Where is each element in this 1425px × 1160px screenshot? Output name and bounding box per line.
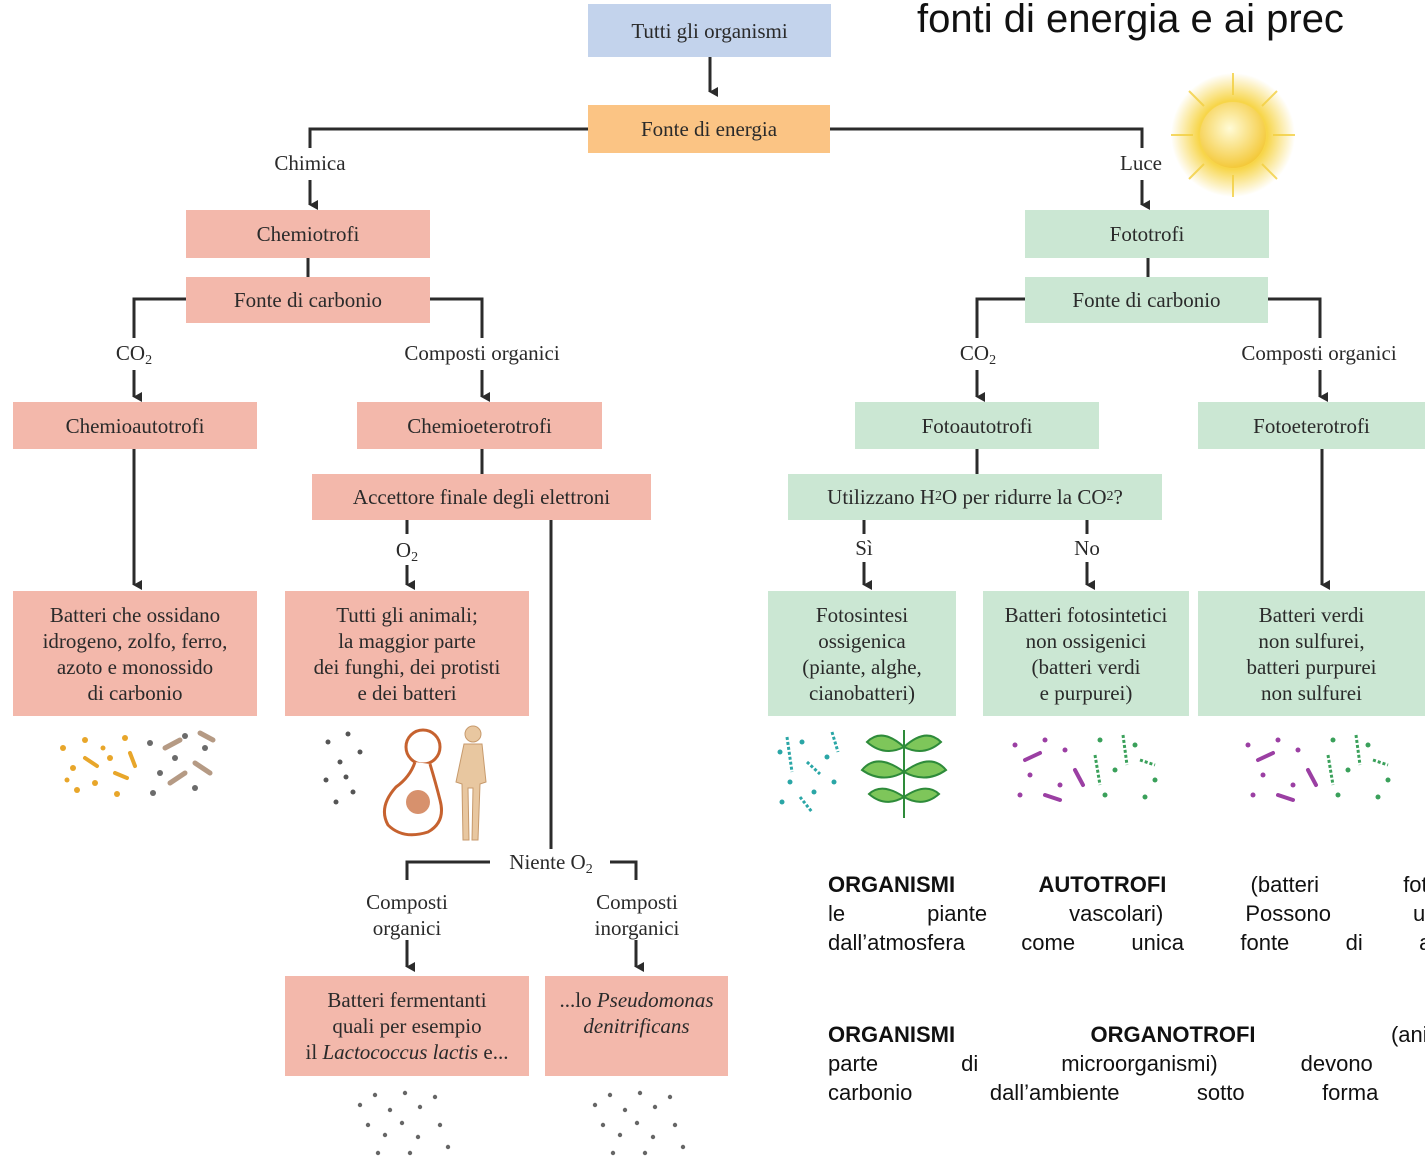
node-chemotrophs: Chemiotrofi xyxy=(186,210,430,258)
label-light: Luce xyxy=(1120,151,1162,175)
label-o2: O2 xyxy=(395,538,419,565)
label-yes: Sì xyxy=(855,536,873,560)
label-co2-left: CO2 xyxy=(115,341,153,368)
label-co2-right: CO2 xyxy=(959,341,997,368)
pseudomonas-bacteria-dots xyxy=(592,1090,686,1156)
anoxygenic-bacteria-illustration xyxy=(1012,734,1158,802)
label-no-oxygen: Niente O2 xyxy=(492,849,610,877)
node-chemoheterotrophs: Chemioeterotrofi xyxy=(357,402,602,449)
fermenting-bacteria-dots xyxy=(357,1090,451,1156)
node-photo-carbon-source: Fonte di carbonio xyxy=(1025,277,1268,323)
photoheterotroph-bacteria-illustration xyxy=(1245,734,1391,802)
organisms-illustration xyxy=(323,725,487,841)
node-final-electron-acceptor: Accettore finale degli elettroni xyxy=(312,474,651,520)
chemoautotroph-bacteria-illustration xyxy=(60,730,216,797)
node-all-organisms: Tutti gli organismi xyxy=(588,4,831,57)
node-photoheterotrophs: Fotoeterotrofi xyxy=(1198,402,1425,449)
label-organic-right: Composti organici xyxy=(1241,341,1397,365)
node-chem-carbon-source: Fonte di carbonio xyxy=(186,277,430,323)
organotrophs-paragraph: ORGANISMI ORGANOTROFI (animali parte di … xyxy=(828,1022,1425,1105)
label-organic-left: Composti organici xyxy=(404,341,560,365)
label-chemical: Chimica xyxy=(274,151,346,175)
node-photoautotrophs: Fotoautotrofi xyxy=(855,402,1099,449)
sun-icon xyxy=(1171,73,1295,197)
leaf-pseudomonas: ...lo Pseudomonas denitrificans xyxy=(545,976,728,1076)
autotrophs-paragraph: ORGANISMI AUTOTROFI (batteri fotosin le … xyxy=(828,872,1425,955)
label-no: No xyxy=(1074,536,1100,560)
slide-heading: fonti di energia e ai prec xyxy=(917,0,1344,41)
cyanobacteria-plant-illustration xyxy=(777,730,948,818)
node-energy-source: Fonte di energia xyxy=(588,105,830,153)
node-chemoautotrophs: Chemioautotrofi xyxy=(13,402,257,449)
node-phototrophs: Fototrofi xyxy=(1025,210,1269,258)
